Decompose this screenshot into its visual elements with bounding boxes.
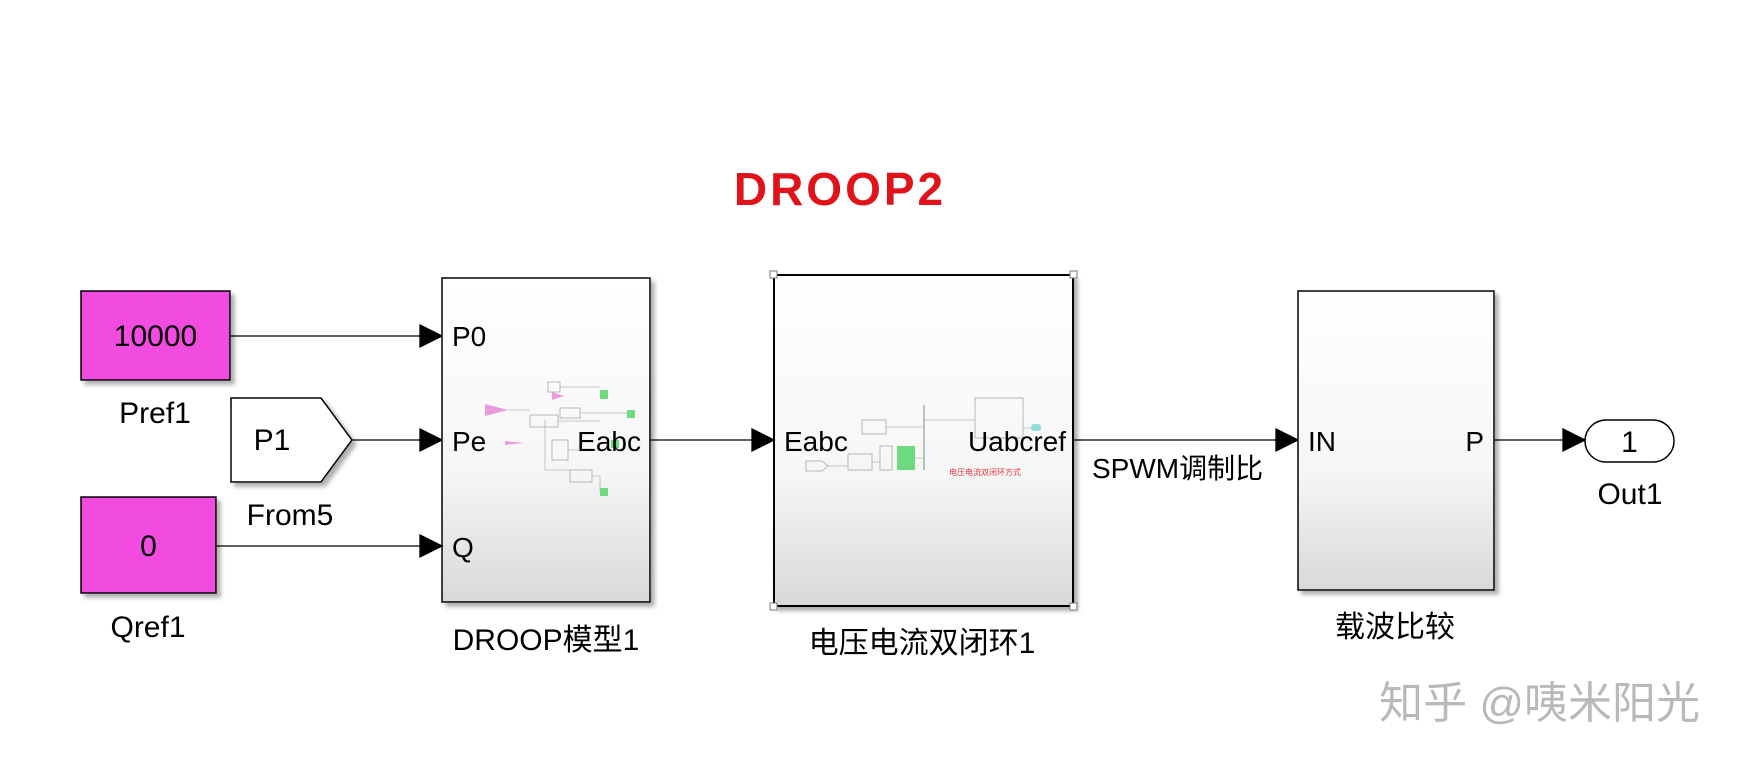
arrowhead-icon <box>419 533 444 559</box>
loop-subsystem-label: 电压电流双闭环1 <box>809 627 1036 660</box>
selection-handle[interactable] <box>1069 602 1078 611</box>
constant-qref-label: Qref1 <box>110 611 185 644</box>
from-block-p1[interactable]: P1 <box>230 397 353 483</box>
droop-port-p0: P0 <box>452 321 486 352</box>
droop-subsystem-label: DROOP模型1 <box>453 624 640 657</box>
outport-block[interactable]: 1 <box>1584 419 1675 463</box>
selection-handle[interactable] <box>1069 270 1078 279</box>
from-p1-value: P1 <box>254 424 291 457</box>
arrowhead-icon <box>751 427 776 453</box>
watermark: 知乎 @咦米阳光 <box>1379 679 1700 728</box>
carrier-port-in: IN <box>1308 426 1336 457</box>
droop-inner-preview <box>485 381 635 496</box>
selection-handle[interactable] <box>769 270 778 279</box>
droop-port-pe: Pe <box>452 426 486 457</box>
selection-handle[interactable] <box>769 602 778 611</box>
constant-pref-label: Pref1 <box>119 397 191 430</box>
arrowhead-icon <box>419 323 444 349</box>
arrowhead-icon <box>1275 427 1300 453</box>
from-p1-label: From5 <box>247 499 334 532</box>
loop-inner-preview: 电压电流双闭环方式 <box>805 397 1041 477</box>
model-title: DROOP2 <box>734 163 946 215</box>
constant-qref-value: 0 <box>140 530 157 563</box>
carrier-compare-subsystem[interactable]: IN P <box>1297 290 1495 591</box>
loop-port-uabcref: Uabcref <box>968 426 1066 457</box>
signal-label-spwm: SPWM调制比 <box>1092 453 1263 484</box>
loop-port-eabc: Eabc <box>784 426 848 457</box>
signal-lines <box>216 323 1587 559</box>
droop-port-eabc: Eabc <box>577 426 641 457</box>
constant-block-qref[interactable]: 0 <box>80 496 217 594</box>
voltage-current-loop-subsystem[interactable]: 电压电流双闭环方式 Eabc Uabcref <box>769 270 1078 611</box>
arrowhead-icon <box>1562 427 1587 453</box>
outport-value: 1 <box>1621 426 1638 459</box>
outport-label: Out1 <box>1597 478 1662 511</box>
constant-block-pref[interactable]: 10000 <box>80 290 231 381</box>
droop-subsystem[interactable]: P0 Pe Q Eabc <box>441 277 651 603</box>
droop-port-q: Q <box>452 532 474 563</box>
constant-pref-value: 10000 <box>114 320 197 353</box>
carrier-port-p: P <box>1465 426 1484 457</box>
loop-inner-note: 电压电流双闭环方式 <box>949 467 1021 477</box>
arrowhead-icon <box>419 427 444 453</box>
carrier-subsystem-label: 载波比较 <box>1335 611 1455 644</box>
